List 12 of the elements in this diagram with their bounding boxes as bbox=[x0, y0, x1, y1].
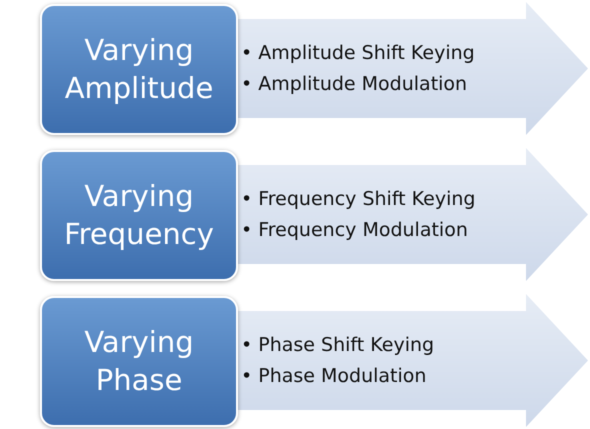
category-box bbox=[40, 296, 238, 427]
bullet-item: • Amplitude Shift Keying bbox=[241, 40, 475, 66]
category-box bbox=[40, 150, 238, 281]
bullet-item: • Frequency Shift Keying bbox=[241, 186, 476, 212]
category-box bbox=[40, 4, 238, 135]
category-title: Varying Frequency bbox=[63, 178, 215, 252]
bullet-item: • Amplitude Modulation bbox=[241, 72, 468, 96]
bullet-item: • Frequency Modulation bbox=[241, 218, 469, 242]
category-title: Varying Amplitude bbox=[64, 32, 214, 106]
bullet-item: • Phase Modulation bbox=[241, 364, 428, 388]
category-title: Varying Phase bbox=[83, 324, 195, 398]
bullet-item: • Phase Shift Keying bbox=[241, 332, 434, 358]
